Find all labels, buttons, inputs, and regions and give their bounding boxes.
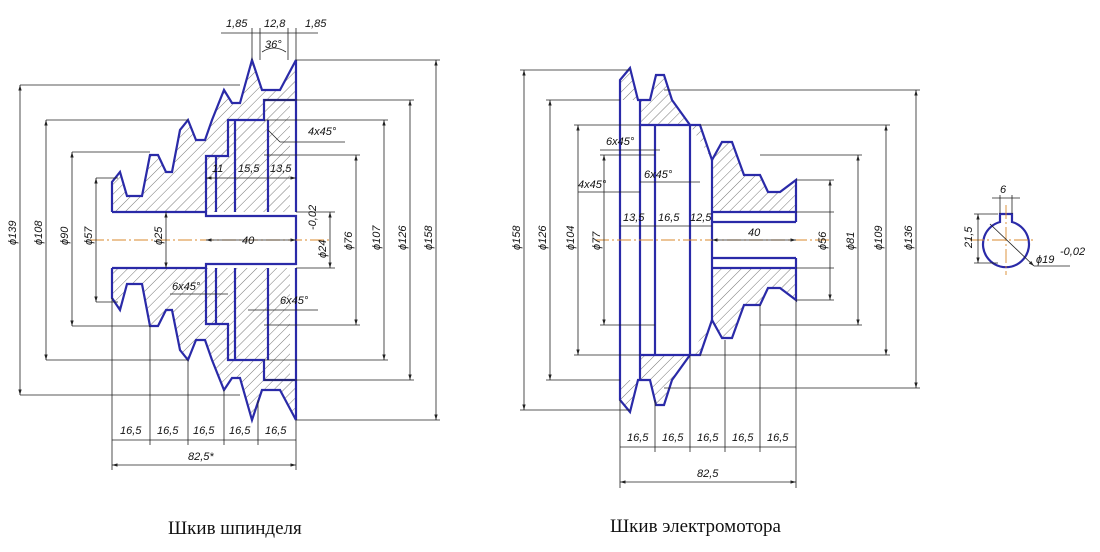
spindle-step-1: 11: [212, 163, 223, 175]
motor-bore-length: 40: [748, 227, 761, 239]
spindle-width-4: 16,5: [229, 425, 251, 437]
spindle-right-dia-76: ϕ76: [343, 231, 355, 250]
motor-right-dia-136: ϕ136: [903, 225, 915, 250]
motor-width-2: 16,5: [662, 432, 684, 444]
spindle-top-dim-3: 1,85: [305, 18, 327, 30]
spindle-left-diameters: [18, 84, 240, 396]
motor-step-3: 12,5: [690, 212, 712, 224]
spindle-dia-139: ϕ139: [7, 221, 19, 245]
keyway-depth: 21,5: [963, 226, 975, 249]
spindle-right-dia-107: ϕ107: [371, 225, 383, 250]
spindle-dia-57: ϕ57: [83, 226, 95, 245]
motor-width-3: 16,5: [697, 432, 719, 444]
keyway-width: 6: [1000, 184, 1007, 196]
motor-width-5: 16,5: [767, 432, 789, 444]
motor-dia-104: ϕ104: [565, 226, 577, 250]
motor-step-1: 13,5: [623, 212, 645, 224]
spindle-top-dim-2: 12,8: [264, 18, 286, 30]
keyway-section: 6 21,5 ϕ19 -0,02: [963, 184, 1085, 275]
spindle-step-2: 15,5: [238, 163, 260, 175]
spindle-bore-dia: ϕ25: [153, 226, 165, 245]
motor-dia-158: ϕ158: [511, 225, 523, 250]
spindle-bore-length: 40: [242, 235, 255, 247]
spindle-outline-bottom: [110, 268, 298, 424]
keyway-profile: [981, 212, 1031, 269]
motor-dia-77: ϕ77: [591, 231, 603, 250]
spindle-section-top: [112, 60, 296, 212]
motor-section-bottom: [620, 268, 796, 412]
spindle-section-bottom: [112, 268, 296, 420]
spindle-dia-108: ϕ108: [33, 220, 45, 245]
motor-total-width: 82,5: [697, 468, 719, 480]
spindle-right-dia-158: ϕ158: [423, 225, 435, 250]
keyway-tolerance: -0,02: [1060, 246, 1085, 258]
spindle-right-diameters: [264, 59, 440, 421]
spindle-chamfer-bottom-right: 6x45°: [280, 295, 309, 307]
motor-right-dia-81: ϕ81: [845, 232, 857, 250]
motor-chamfer-c: 6x45°: [644, 169, 673, 181]
motor-step-2: 16,5: [658, 212, 680, 224]
spindle-right-dia-126: ϕ126: [397, 225, 409, 250]
spindle-outline-top: [110, 56, 298, 212]
motor-caption: Шкив электромотора: [610, 516, 781, 537]
spindle-pulley: ϕ139 ϕ108 ϕ90 ϕ57 ϕ25 40 1,85 12,8 1,85 …: [7, 18, 440, 470]
spindle-chamfer-bottom-left: 6x45°: [172, 281, 201, 293]
motor-dia-126: ϕ126: [537, 225, 549, 250]
motor-chamfer-a: 6x45°: [606, 136, 635, 148]
spindle-angle: 36°: [265, 39, 282, 51]
spindle-top-dims: [221, 28, 318, 60]
keyway-diameter: ϕ19: [1036, 254, 1054, 266]
spindle-caption: Шкив шпинделя: [168, 518, 302, 539]
motor-width-4: 16,5: [732, 432, 754, 444]
spindle-total-width: 82,5*: [188, 451, 214, 463]
spindle-top-dim-1: 1,85: [226, 18, 248, 30]
spindle-width-2: 16,5: [157, 425, 179, 437]
motor-width-1: 16,5: [627, 432, 649, 444]
motor-right-diameters: [664, 89, 920, 389]
motor-left-diameters: [520, 69, 655, 411]
spindle-chamfer-top: 4x45°: [308, 126, 337, 138]
motor-right-dia-56: ϕ56: [817, 231, 829, 250]
spindle-width-1: 16,5: [120, 425, 142, 437]
motor-pulley: ϕ158 ϕ126 ϕ104 ϕ77 6x45° 4x45° 6x45° 13,…: [511, 65, 920, 488]
spindle-dia-90: ϕ90: [59, 226, 71, 245]
spindle-width-3: 16,5: [193, 425, 215, 437]
motor-right-dia-109: ϕ109: [873, 226, 885, 250]
motor-chamfer-b: 4x45°: [578, 179, 607, 191]
spindle-step-3: 13,5: [270, 163, 292, 175]
motor-width-dims: [619, 300, 797, 488]
spindle-right-dia-24: ϕ24: [317, 240, 329, 258]
spindle-width-dims: [111, 298, 297, 470]
spindle-tolerance: -0,02: [307, 205, 319, 230]
spindle-width-5: 16,5: [265, 425, 287, 437]
